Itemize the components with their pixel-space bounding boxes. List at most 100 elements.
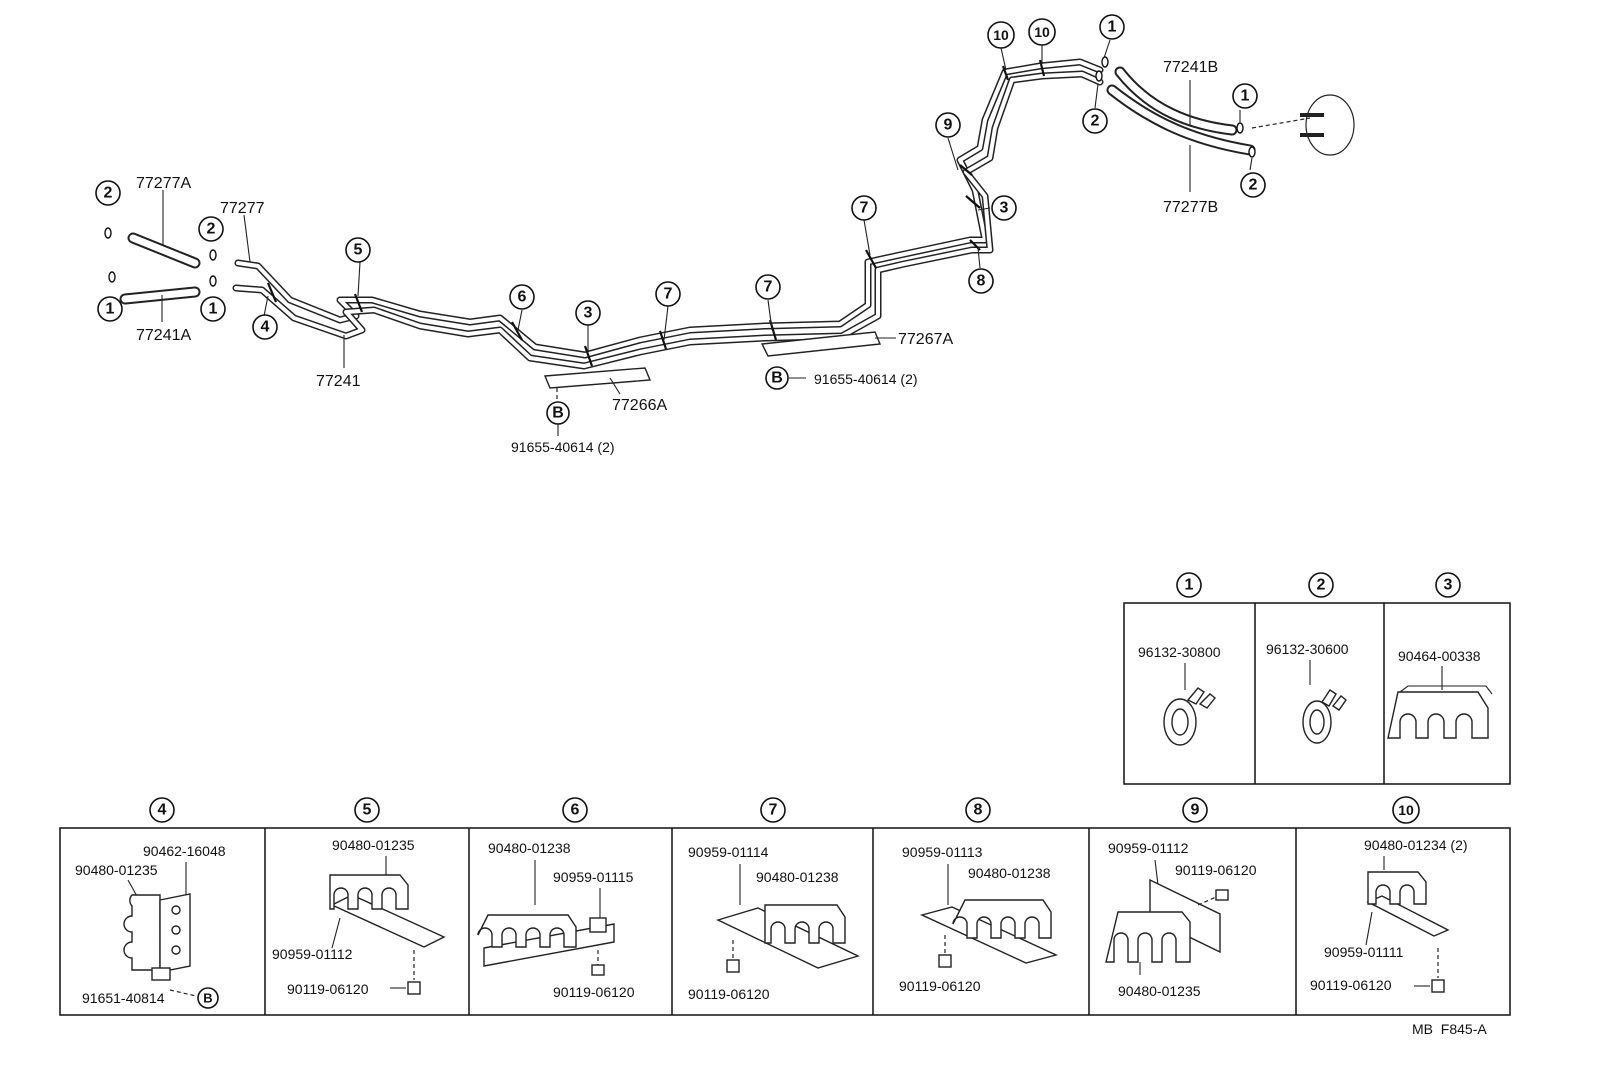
svg-text:2: 2	[104, 185, 113, 202]
svg-text:3: 3	[584, 305, 593, 322]
label-77277B: 77277B	[1163, 199, 1218, 216]
callout-10-main-a: 10	[987, 21, 1015, 49]
detail-6-number: 6	[562, 797, 588, 823]
svg-text:8: 8	[974, 802, 983, 819]
detail-7-part-a: 90959-01114	[688, 844, 769, 860]
svg-text:2: 2	[207, 221, 216, 238]
callout-1-left-bottom: 1	[97, 296, 123, 322]
detail-1-number: 1	[1176, 572, 1202, 598]
bracket-77267A	[760, 331, 882, 357]
bolt-spec-right: 91655-40614 (2)	[814, 371, 918, 387]
label-77277: 77277	[220, 200, 265, 217]
detail-3-part: 90464-00338	[1398, 648, 1481, 664]
detail-6-part-c: 90119-06120	[553, 984, 635, 1000]
detail-panel-upper: 1 2 3 96132-30800 96132-30600 90464-0033…	[1123, 572, 1511, 785]
svg-text:7: 7	[860, 200, 869, 217]
clamp-assembly-5	[329, 856, 446, 995]
callout-6-main: 6	[509, 284, 535, 310]
bolt-spec-left: 91655-40614 (2)	[511, 439, 615, 455]
callout-1-left-mid: 1	[200, 296, 226, 322]
svg-text:1: 1	[1185, 577, 1194, 594]
svg-text:2: 2	[1091, 113, 1100, 130]
detail-8-part-a: 90959-01113	[902, 844, 983, 860]
clamp-assembly-9	[1105, 859, 1229, 975]
detail-4-part-c: 91651-40814	[82, 990, 165, 1006]
clamp-assembly-10	[1365, 856, 1450, 993]
callout-2-right-mid: 2	[1082, 108, 1108, 134]
callout-2-left-top: 2	[95, 180, 121, 206]
svg-text:4: 4	[261, 319, 270, 336]
detail-7-part-c: 90119-06120	[688, 986, 770, 1002]
svg-text:3: 3	[1000, 200, 1009, 217]
detail-8-number: 8	[965, 797, 991, 823]
detail-8-part-c: 90119-06120	[899, 978, 981, 994]
pipe-clamps	[266, 59, 1046, 367]
label-77241: 77241	[316, 373, 361, 390]
fuel-pipe-assembly	[104, 56, 1355, 402]
detail-9-number: 9	[1182, 797, 1208, 823]
label-77241B: 77241B	[1163, 59, 1218, 76]
svg-text:8: 8	[977, 273, 986, 290]
detail-1-part: 96132-30800	[1138, 644, 1221, 660]
svg-text:2: 2	[1317, 577, 1326, 594]
detail-5-part-a: 90480-01235	[332, 837, 415, 853]
svg-text:5: 5	[354, 242, 363, 259]
bolt-ref-b-right: B	[765, 366, 789, 390]
svg-text:1: 1	[209, 301, 218, 318]
hose-clip-96132-30800	[1163, 663, 1216, 746]
detail-4-part-b: 90480-01235	[75, 862, 158, 878]
callout-4-main: 4	[252, 314, 278, 340]
detail-8-part-b: 90480-01238	[968, 865, 1051, 881]
svg-text:2: 2	[1249, 177, 1258, 194]
callout-8-main: 8	[968, 268, 994, 294]
svg-text:3: 3	[1444, 577, 1453, 594]
hose-clips	[104, 56, 1256, 287]
svg-text:B: B	[771, 370, 783, 387]
detail-4-number: 4	[149, 797, 175, 823]
callout-10-main-b: 10	[1028, 18, 1056, 46]
callout-1-right-far: 1	[1232, 83, 1258, 109]
svg-text:1: 1	[106, 301, 115, 318]
hose-77241B	[1114, 66, 1238, 136]
callout-7-main-b: 7	[755, 274, 781, 300]
detail-2-number: 2	[1308, 572, 1334, 598]
svg-text:9: 9	[944, 117, 953, 134]
svg-text:10: 10	[993, 27, 1009, 43]
detail-10-part-c: 90119-06120	[1310, 977, 1392, 993]
callout-5-main: 5	[345, 237, 371, 263]
detail-9-part-a: 90959-01112	[1108, 840, 1189, 856]
detail-2-part: 96132-30600	[1266, 641, 1349, 657]
detail-10-part-b: 90959-01111	[1324, 944, 1404, 960]
label-77277A: 77277A	[136, 175, 191, 192]
svg-text:B: B	[552, 405, 564, 422]
bracket-77266A	[543, 367, 652, 389]
svg-text:10: 10	[1034, 24, 1050, 40]
callout-1-right-top: 1	[1099, 14, 1125, 40]
clamp-assembly-4	[123, 862, 197, 997]
detail-4-ref-b: B	[197, 987, 219, 1009]
callout-7-main-c: 7	[851, 195, 877, 221]
label-77267A: 77267A	[898, 331, 953, 348]
detail-9-part-c: 90480-01235	[1118, 983, 1201, 999]
svg-text:7: 7	[764, 279, 773, 296]
svg-text:5: 5	[363, 802, 372, 819]
diagram-code: MB F845-A	[1412, 1021, 1487, 1037]
svg-text:6: 6	[518, 289, 527, 306]
detail-3-number: 3	[1435, 572, 1461, 598]
detail-panel-lower: 4 5 6 7 8 9 10 90462-16048 90480-01235 9…	[59, 796, 1511, 1016]
clamp-assembly-8	[919, 864, 1059, 968]
detail-5-number: 5	[354, 797, 380, 823]
callout-2-right-far: 2	[1240, 172, 1266, 198]
detail-5-part-b: 90959-01112	[272, 946, 353, 962]
svg-text:7: 7	[664, 286, 673, 303]
detail-10-part-a: 90480-01234 (2)	[1364, 837, 1468, 853]
hose-clip-96132-30600	[1302, 660, 1347, 744]
label-77241A: 77241A	[136, 327, 191, 344]
detail-5-part-c: 90119-06120	[287, 981, 369, 997]
detail-7-number: 7	[760, 797, 786, 823]
svg-text:4: 4	[158, 802, 167, 819]
detail-7-part-b: 90480-01238	[756, 869, 839, 885]
clamp-assembly-7	[716, 864, 860, 973]
svg-text:B: B	[203, 991, 212, 1006]
